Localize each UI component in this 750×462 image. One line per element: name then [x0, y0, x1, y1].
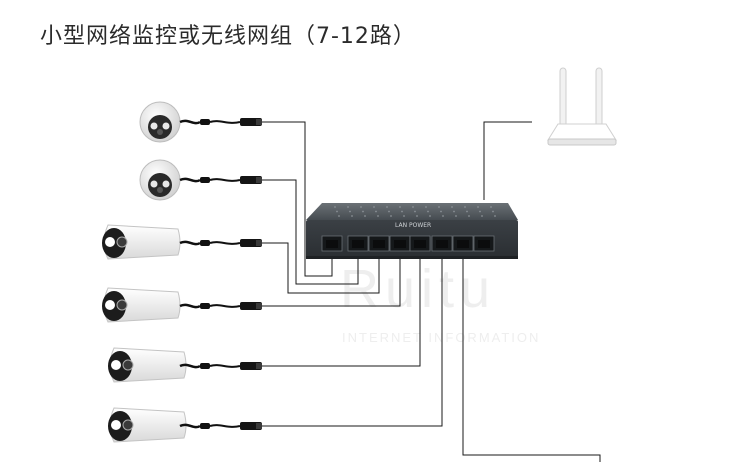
wireless-router [547, 67, 617, 146]
watermark-text: Ruitu [340, 259, 497, 319]
camera-5 [108, 347, 262, 383]
camera-4-line [262, 257, 401, 307]
camera-1 [139, 101, 262, 143]
downlink-line [462, 257, 601, 462]
camera-3-cable [179, 239, 262, 247]
switch-port-2 [347, 235, 369, 252]
switch-port-4 [389, 235, 411, 252]
switch-port-6 [431, 235, 453, 252]
camera-3-line [262, 242, 380, 294]
camera-6 [108, 407, 262, 443]
switch-port-5 [409, 235, 431, 252]
camera-1-cable [179, 118, 262, 126]
camera-4-cable [179, 302, 262, 310]
connection-lines [262, 121, 601, 462]
camera-5-line [262, 257, 421, 367]
page-title: 小型网络监控或无线网组（7-12路） [40, 24, 416, 49]
network-switch [306, 203, 518, 259]
router-line [483, 121, 532, 200]
switch-port-7 [452, 235, 474, 252]
camera-5-cable [179, 362, 262, 370]
switch-port-3 [368, 235, 390, 252]
switch-port-8 [473, 235, 495, 252]
switch-port-1 [321, 235, 343, 252]
camera-2-cable [179, 176, 262, 184]
camera-2-line [262, 179, 359, 285]
camera-1-line [262, 121, 333, 277]
camera-2 [139, 159, 262, 201]
camera-6-cable [179, 422, 262, 430]
switch-label: LAN POWER [395, 222, 432, 229]
watermark-subtext: INTERNET INFORMATION [342, 330, 541, 345]
camera-3 [102, 224, 262, 260]
camera-4 [102, 287, 262, 323]
camera-6-line [262, 257, 443, 427]
